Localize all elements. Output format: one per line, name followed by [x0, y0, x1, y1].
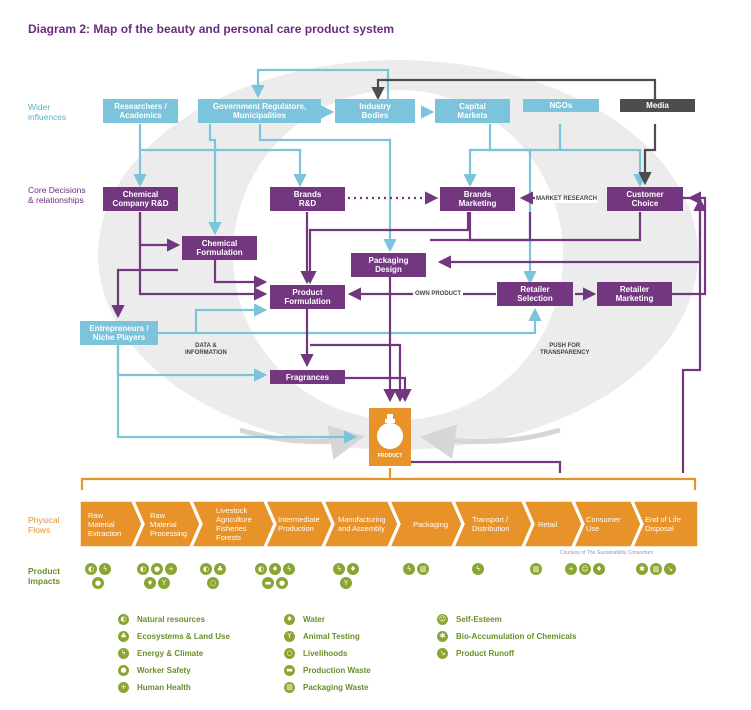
water-icon: ♦ — [347, 563, 359, 575]
packaging-waste-icon: ▥ — [284, 682, 295, 693]
natural-resources-icon: ◐ — [200, 563, 212, 575]
bio-accumulation-icon: ✱ — [437, 631, 448, 642]
legend-human-health: Human Health — [137, 683, 191, 692]
legend-product-runoff: Product Runoff — [456, 649, 515, 658]
node-fragrances: Fragrances — [270, 370, 345, 384]
flow-intermediate: Intermediate Production — [278, 515, 320, 533]
node-entrepreneurs: Entrepreneurs / Niche Players — [80, 321, 158, 345]
node-industry-bodies: Industry Bodies — [335, 99, 415, 123]
legend-packaging-waste: Packaging Waste — [303, 683, 369, 692]
self-esteem-icon: ☺ — [579, 563, 591, 575]
packaging-waste-icon: ▥ — [650, 563, 662, 575]
section-physical-flows: Physical Flows — [28, 515, 60, 535]
flow-transport: Transport / Distribution — [472, 515, 510, 533]
legend-natural-resources: Natural resources — [137, 615, 206, 624]
node-customer-choice: Customer Choice — [607, 187, 683, 211]
page-title: Diagram 2: Map of the beauty and persona… — [28, 22, 395, 36]
node-researchers: Researchers / Academics — [103, 99, 178, 123]
energy-climate-icon: ϟ — [99, 563, 111, 575]
label-data-information: DATA & INFORMATION — [185, 343, 227, 356]
flow-packaging: Packaging — [413, 519, 449, 529]
node-government: Government Regulators, Municipalities — [198, 99, 321, 123]
flow-consumer-use: Consumer Use — [586, 515, 621, 533]
section-product-impacts: Product Impacts — [28, 566, 61, 586]
product-runoff-icon: ↘ — [437, 648, 448, 659]
livelihoods-icon: ○ — [284, 648, 295, 659]
energy-climate-icon: ϟ — [403, 563, 415, 575]
worker-safety-icon: ● — [276, 577, 288, 589]
flow-manufacturing: Manufacturing and Assembly — [338, 515, 386, 533]
natural-resources-icon: ◐ — [137, 563, 149, 575]
worker-safety-icon: ● — [151, 563, 163, 575]
energy-climate-icon: ϟ — [333, 563, 345, 575]
water-icon: ♦ — [284, 614, 295, 625]
energy-climate-icon: ϟ — [283, 563, 295, 575]
natural-resources-icon: ◐ — [255, 563, 267, 575]
animal-testing-icon: Y — [340, 577, 352, 589]
legend-ecosystems: Ecosystems & Land Use — [137, 632, 230, 641]
node-ngos: NGOs — [523, 99, 599, 112]
label-push-transparency: PUSH FOR TRANSPARENCY — [540, 343, 590, 356]
physical-flows-chevrons — [80, 501, 698, 547]
self-esteem-icon: ☺ — [437, 614, 448, 625]
legend-self-esteem: Self-Esteem — [456, 615, 502, 624]
legend-livelihoods: Livelihoods — [303, 649, 348, 658]
label-own-product: OWN PRODUCT — [413, 291, 463, 298]
natural-resources-icon: ◐ — [85, 563, 97, 575]
human-health-icon: + — [118, 682, 129, 693]
worker-safety-icon: ● — [118, 665, 129, 676]
node-chemical-rd: Chemical Company R&D — [103, 187, 178, 211]
legend-production-waste: Production Waste — [303, 666, 371, 675]
packaging-waste-icon: ▥ — [530, 563, 542, 575]
legend-bio-accumulation: Bio-Accumulation of Chemicals — [456, 632, 577, 641]
energy-climate-icon: ϟ — [118, 648, 129, 659]
node-media: Media — [620, 99, 695, 112]
node-packaging-design: Packaging Design — [351, 253, 426, 277]
node-retailer-marketing: Retailer Marketing — [597, 282, 672, 306]
ecosystems-icon: ♣ — [214, 563, 226, 575]
node-brands-marketing: Brands Marketing — [440, 187, 515, 211]
production-waste-icon: ▬ — [262, 577, 274, 589]
legend-water: Water — [303, 615, 325, 624]
packaging-waste-icon: ▥ — [417, 563, 429, 575]
credit-text: Courtesy of The Sustainability Consortiu… — [560, 550, 654, 556]
label-market-research: MARKET RESEARCH — [535, 196, 599, 203]
node-product-formulation: Product Formulation — [270, 285, 345, 309]
flow-end-of-life: End of Life Disposal — [645, 515, 681, 533]
flow-retail: Retail — [538, 519, 558, 529]
legend-energy-climate: Energy & Climate — [137, 649, 204, 658]
node-product: PRODUCT — [369, 408, 411, 466]
bio-accumulation-icon: ✱ — [636, 563, 648, 575]
node-retailer-selection: Retailer Selection — [497, 282, 573, 306]
section-wider-influences: Wider influences — [28, 102, 67, 122]
flow-livestock: Livestock Agriculture Fisheries Forests — [216, 506, 252, 542]
product-runoff-icon: ↘ — [664, 563, 676, 575]
legend-worker-safety: Worker Safety — [137, 666, 191, 675]
animal-testing-icon: Y — [284, 631, 295, 642]
human-health-icon: + — [565, 563, 577, 575]
flow-raw-extraction: Raw Material Extraction — [88, 510, 122, 538]
flow-raw-processing: Raw Material Processing — [150, 510, 188, 538]
worker-safety-icon: ● — [92, 577, 104, 589]
node-capital-markets: Capital Markets — [435, 99, 510, 123]
livelihoods-icon: ○ — [207, 577, 219, 589]
product-label: PRODUCT — [377, 453, 403, 459]
natural-resources-icon: ◐ — [118, 614, 129, 625]
section-core-decisions: Core Decisions & relationships — [28, 185, 86, 205]
water-icon: ♦ — [144, 577, 156, 589]
production-waste-icon: ▬ — [284, 665, 295, 676]
human-health-icon: + — [165, 563, 177, 575]
energy-climate-icon: ϟ — [472, 563, 484, 575]
ecosystems-icon: ♣ — [118, 631, 129, 642]
water-icon: ♦ — [269, 563, 281, 575]
legend-animal-testing: Animal Testing — [303, 632, 360, 641]
product-bottle-icon — [377, 414, 403, 449]
node-chemical-formulation: Chemical Formulation — [182, 236, 257, 260]
animal-testing-icon: Y — [158, 577, 170, 589]
node-brands-rd: Brands R&D — [270, 187, 345, 211]
water-icon: ♦ — [593, 563, 605, 575]
